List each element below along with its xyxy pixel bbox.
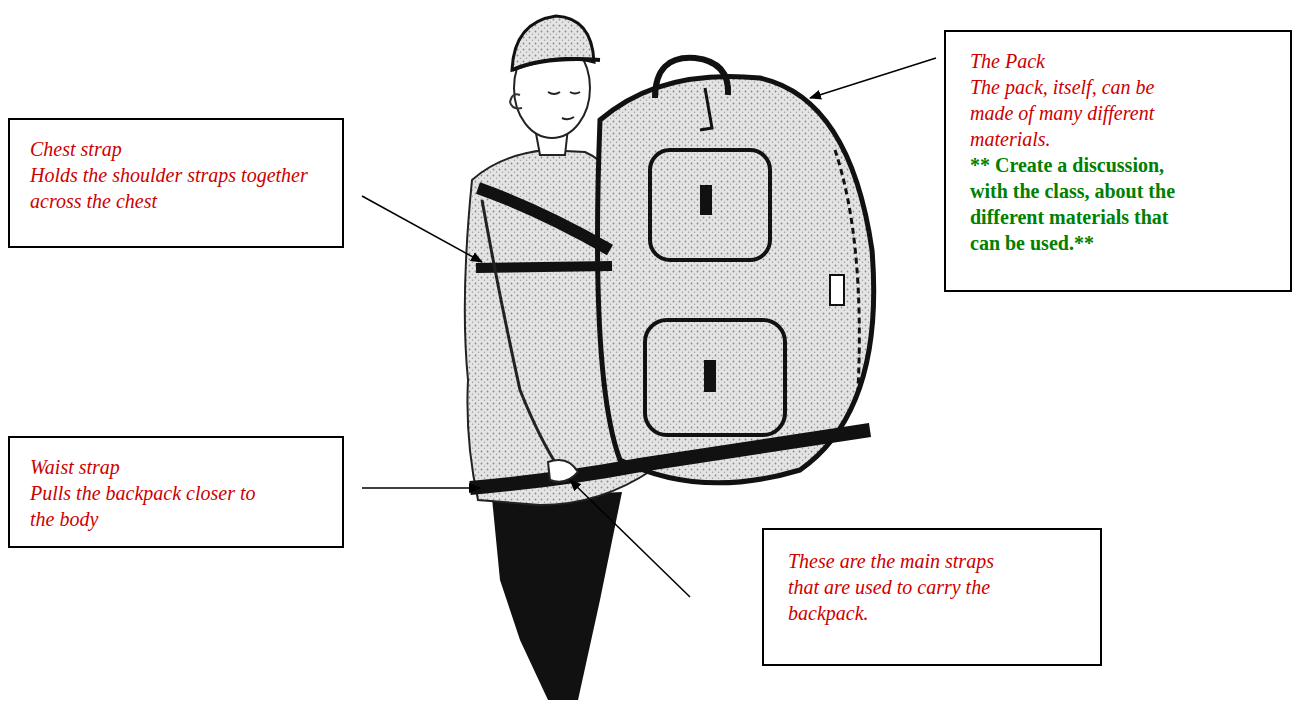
callout-heading: Chest strap	[30, 136, 332, 162]
callout-text: Holds the shoulder straps together acros…	[30, 162, 332, 214]
lower-pocket	[645, 320, 785, 435]
leader-arrow	[362, 196, 482, 262]
pocket-tab	[704, 360, 716, 392]
backpack-handle	[655, 58, 728, 98]
leader-arrow	[570, 480, 690, 597]
callout-text: ** Create a discussion, with the class, …	[970, 152, 1190, 256]
chest-strap	[476, 266, 612, 268]
callout-text: These are the main straps that are used …	[788, 548, 1000, 626]
arm	[482, 200, 560, 470]
zipper-pull	[700, 88, 712, 130]
callout-text: The pack, itself, can be made of many di…	[970, 74, 1190, 152]
zipper-slider	[830, 275, 844, 305]
pocket-tab	[700, 185, 712, 215]
cap-brim	[512, 59, 600, 70]
callout-box: These are the main straps that are used …	[762, 528, 1102, 666]
callout-heading: Waist strap	[30, 454, 262, 480]
leader-arrow	[810, 58, 936, 98]
callout-box: Waist strapPulls the backpack closer to …	[8, 436, 344, 548]
waist-strap	[470, 430, 870, 488]
eye	[570, 92, 580, 94]
shoulder-strap	[478, 188, 610, 250]
backpack-body	[598, 76, 874, 482]
side-zipper	[835, 150, 859, 390]
callout-text: Pulls the backpack closer to the body	[30, 480, 262, 532]
upper-pocket	[650, 150, 770, 260]
eye	[548, 92, 560, 94]
leader-arrow	[362, 487, 480, 489]
callout-box: Chest strapHolds the shoulder straps tog…	[8, 118, 344, 248]
hand	[548, 460, 578, 482]
mouth	[562, 117, 574, 119]
callout-heading: The Pack	[970, 48, 1190, 74]
ear	[510, 94, 522, 108]
callout-box: The PackThe pack, itself, can be made of…	[944, 30, 1292, 292]
pants	[492, 492, 622, 700]
